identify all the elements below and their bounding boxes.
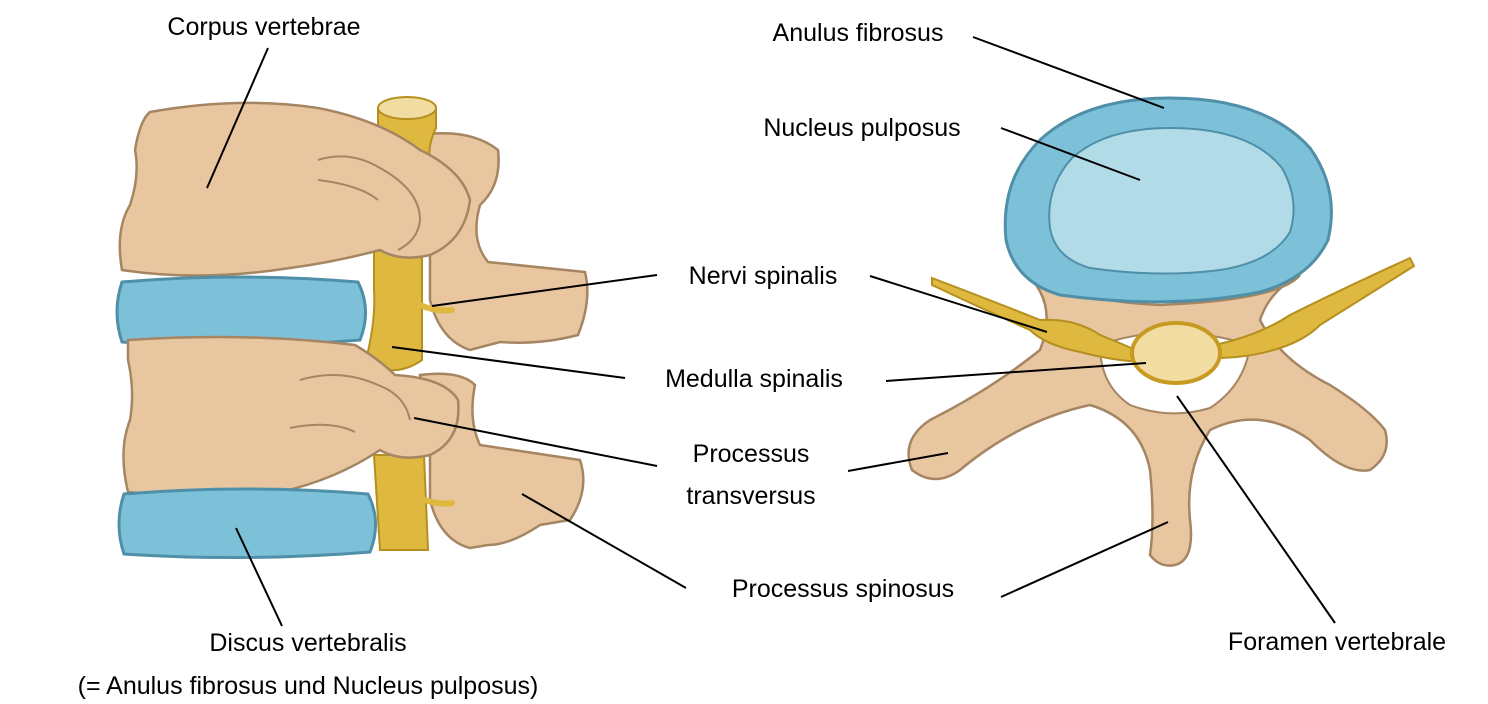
label-foramen-vertebrale: Foramen vertebrale [1228,628,1446,656]
axial-nucleus-pulposus [1049,128,1293,274]
lateral-vertebrae-illustration [117,97,587,558]
label-corpus-vertebrae: Corpus vertebrae [167,13,360,41]
axial-vertebra-illustration [909,98,1414,566]
spinal-cord-top-cut [378,97,436,119]
lower-intervertebral-disc [119,489,376,558]
label-nucleus-pulposus: Nucleus pulposus [763,114,960,142]
label-discus-vertebralis: Discus vertebralis [209,629,406,657]
leader-nervi-spinalis-right [870,276,1047,332]
label-medulla-spinalis: Medulla spinalis [665,365,843,393]
axial-spinal-cord [1132,323,1220,383]
leader-processus-spinosus-right [1001,522,1168,597]
label-discus-note: (= Anulus fibrosus und Nucleus pulposus) [78,672,539,700]
leader-processus-spinosus-left [522,494,686,588]
leader-anulus-fibrosus [973,37,1164,108]
label-processus-spinosus: Processus spinosus [732,575,954,603]
upper-intervertebral-disc [117,277,366,346]
label-nervi-spinalis: Nervi spinalis [689,262,838,290]
label-processus-transversus-line1: Processus [693,440,810,468]
label-anulus-fibrosus: Anulus fibrosus [773,19,944,47]
label-processus-transversus-line2: transversus [686,482,815,510]
